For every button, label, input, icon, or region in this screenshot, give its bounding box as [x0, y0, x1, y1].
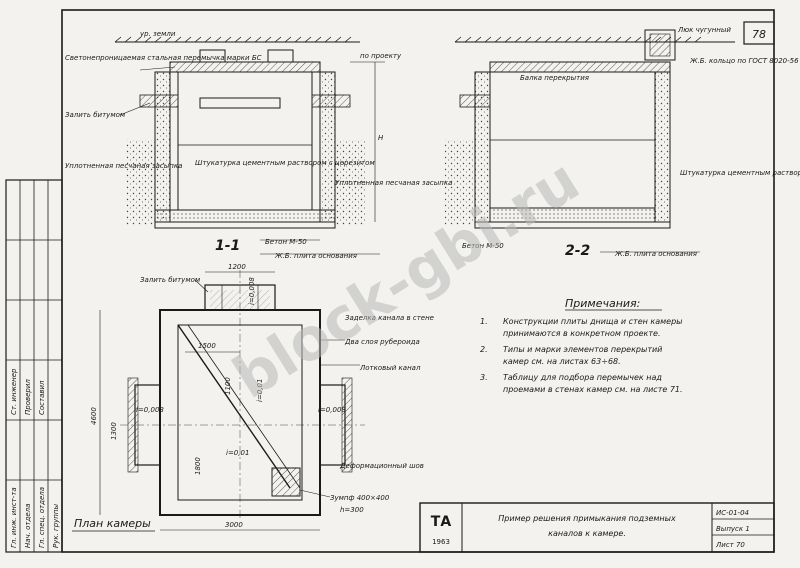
sump-h-label: h=300 — [340, 506, 364, 514]
lintel-label: Балка перекрытия — [520, 74, 589, 82]
wall-label: Заделка канала в стене — [345, 314, 434, 322]
title-line-2: каналов к камере. — [548, 529, 626, 538]
concrete-left-label: Бетон М-50 — [265, 238, 307, 246]
note-1-line-a: Конструкции плиты днища и стен камеры — [503, 317, 682, 326]
notes-title: Примечания: — [565, 297, 640, 310]
stamp-row-3: Гл. спец. отдела — [38, 487, 46, 548]
note-3-line-b: проемами в стенах камер см. на листе 71. — [503, 385, 683, 394]
hatch-label: Люк чугунный — [677, 26, 731, 34]
dim-slope-top: i=0,008 — [248, 277, 256, 305]
channel-label: Лотковый канал — [359, 364, 421, 372]
doc-sheet: Лист 70 — [715, 541, 745, 549]
note-1-line-b: принимаются в конкретном проекте. — [503, 329, 661, 338]
plaster-label: Штукатурка цементным раствором с цеpeзит… — [195, 159, 375, 167]
brackets-label: Ж.Б. кольцо по ГОСТ 8020-56 — [689, 57, 799, 65]
slope-right: i=0,008 — [318, 406, 346, 414]
dim-1100: 1100 — [224, 377, 232, 395]
doc-code: ИС-01-04 — [716, 509, 749, 517]
base-left-label: Ж.Б. плита основания — [274, 252, 357, 260]
ground-level-label: ур. земли — [139, 30, 176, 38]
chamber-plan: 1200 i=0,008 1500 4600 1300 1100 i=0,008… — [72, 263, 434, 532]
stamp-row-1: Гл. инж. инст-та — [10, 487, 18, 548]
note-2-line-b: камер см. на листах 63÷68. — [503, 357, 621, 366]
sheet-number-box — [743, 21, 775, 45]
stamp-row-2: Нач. отдела — [24, 504, 32, 548]
sump-label: Зумпф 400×400 — [330, 494, 390, 502]
slope-left: i=0,008 — [136, 406, 164, 414]
dim-1300: 1300 — [110, 422, 118, 440]
dim-3000: 3000 — [225, 521, 243, 529]
dim-1500: 1500 — [198, 342, 216, 350]
sheet-number: 78 — [752, 28, 766, 41]
bitumen-label-1: Залить битумом — [65, 111, 126, 119]
stamp-row-4: Рук. группы — [52, 504, 60, 548]
bitumen-plan-label: Залить битумом — [140, 276, 201, 284]
deform-label: Деформационный шов — [339, 462, 424, 470]
compaction-left-label: Уплотненная песчаная засыпка — [65, 162, 182, 170]
title-line-1: Пример решения примыкания подземных — [498, 514, 676, 523]
stamp-row-5: Ст. инженер — [10, 368, 18, 415]
dim-1800: 1800 — [194, 457, 202, 475]
slope-diag-2: i=0,01 — [226, 449, 249, 457]
by-project-label: по проекту — [360, 52, 402, 60]
side-stamp: Гл. инж. инст-та Нач. отдела Гл. спец. о… — [5, 179, 63, 553]
layer-label: Два слоя рубероида — [344, 338, 420, 346]
concrete-right-label: Бетон М-50 — [462, 242, 504, 250]
section-2-2-title: 2-2 — [565, 243, 590, 259]
slope-diag-1: i=0,01 — [256, 379, 264, 402]
plaster-right-label: Штукатурка цементным раствором с церезит… — [680, 169, 800, 177]
title-block: ТА 1963 Пример решения примыкания подзем… — [419, 502, 775, 553]
stamp-row-7: Составил — [38, 380, 46, 415]
note-2-num: 2. — [480, 345, 488, 354]
note-1-num: 1. — [480, 317, 488, 326]
org-logo: ТА — [431, 514, 452, 530]
section-2-2: Люк чугунный Ж.Б. кольцо по ГОСТ 8020-56… — [445, 26, 800, 259]
org-year: 1963 — [432, 538, 450, 546]
dim-4600: 4600 — [90, 407, 98, 425]
slab-label: Светонепроницаемая стальная перемычка ма… — [65, 54, 262, 62]
doc-issue: Выпуск 1 — [716, 525, 750, 533]
section-1-1: ур. земли по проекту H Светонепроницаема… — [65, 30, 452, 260]
note-2-line-a: Типы и марки элементов перекрытий — [503, 345, 662, 354]
base-right-label: Ж.Б. плита основания — [614, 250, 697, 258]
stamp-row-6: Проверил — [24, 379, 32, 415]
note-3-num: 3. — [480, 373, 488, 382]
dim-top-1200: 1200 — [228, 263, 246, 271]
section-1-1-title: 1-1 — [215, 238, 240, 254]
dim-h: H — [378, 134, 384, 142]
compaction-right-label: Уплотненная песчаная засыпка — [335, 179, 452, 187]
note-3-line-a: Таблицу для подбора перемычек над — [503, 373, 662, 382]
notes-block: Примечания: 1. Конструкции плиты днища и… — [480, 297, 683, 394]
plan-title: План камеры — [74, 517, 151, 530]
